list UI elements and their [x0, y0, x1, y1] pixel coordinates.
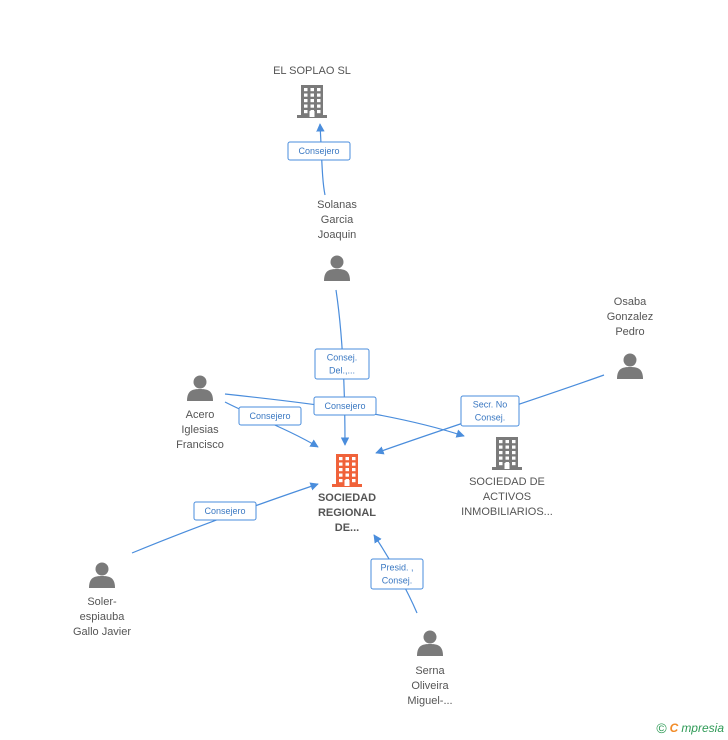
node-label: Gallo Javier	[73, 626, 131, 638]
edge-label-box[interactable]	[460, 395, 520, 427]
person-icon	[89, 562, 115, 588]
node-label: DE...	[335, 522, 359, 534]
edge-label-box[interactable]	[370, 558, 424, 590]
building-icon	[492, 437, 522, 470]
building-icon	[297, 85, 327, 118]
node-label: Soler-	[87, 596, 117, 608]
node-label: EL SOPLAO SL	[273, 65, 351, 77]
node-el_soplao[interactable]: EL SOPLAO SL	[273, 65, 351, 118]
edge-label-text: Consejero	[298, 146, 339, 156]
node-sociedad_activos[interactable]: SOCIEDAD DE ACTIVOS INMOBILIARIOS...	[461, 437, 553, 518]
node-label: ACTIVOS	[483, 491, 531, 503]
node-label: REGIONAL	[318, 507, 376, 519]
edge-osaba-to-sociedad_regional[interactable]: Secr. No Consej.	[375, 374, 605, 455]
node-label: Pedro	[615, 326, 644, 338]
edge-acero-to-sociedad_regional[interactable]: Consejero	[224, 401, 319, 448]
edge-acero-to-sociedad_activos[interactable]: Consejero	[224, 393, 465, 438]
edge-label-text: Consejero	[249, 411, 290, 421]
node-label: Garcia	[321, 214, 354, 226]
edge-label-text: Presid. ,	[380, 563, 413, 573]
node-label: INMOBILIARIOS...	[461, 506, 553, 518]
edge-soler-to-sociedad_regional[interactable]: Consejero	[131, 482, 319, 554]
edge-solanas-to-el_soplao[interactable]: Consejero	[287, 123, 351, 196]
edge-label-box[interactable]	[238, 406, 302, 426]
node-label: Osaba	[614, 296, 647, 308]
edge-line	[316, 123, 326, 196]
edge-label-text: Consej.	[327, 353, 358, 363]
edge-label-box[interactable]	[287, 141, 351, 161]
brand-name: mpresia	[681, 721, 724, 735]
edge-label-text: Secr. No	[473, 400, 508, 410]
node-label: Gonzalez	[607, 311, 653, 323]
node-label: Miguel-...	[407, 695, 452, 707]
person-icon	[187, 375, 213, 401]
node-label: SOCIEDAD DE	[469, 476, 545, 488]
edge-label-text: Del.,...	[329, 366, 355, 376]
edge-label-box[interactable]	[314, 348, 370, 380]
person-icon	[417, 630, 443, 656]
edge-label-box[interactable]	[193, 501, 257, 521]
node-label: Solanas	[317, 199, 357, 211]
edge-label-text: Consejero	[204, 506, 245, 516]
node-label: Iglesias	[181, 424, 219, 436]
edge-label-text: Consej.	[382, 576, 413, 586]
node-sociedad_regional[interactable]: SOCIEDAD REGIONAL DE...	[318, 454, 376, 534]
edge-serna-to-sociedad_regional[interactable]: Presid. , Consej.	[370, 534, 424, 614]
edge-label-text: Consejero	[324, 401, 365, 411]
node-label: Acero	[186, 409, 215, 421]
node-serna[interactable]: SernaOliveiraMiguel-...	[407, 630, 453, 708]
person-icon	[617, 353, 643, 379]
building-icon	[332, 454, 362, 487]
edge-label-text: Consej.	[475, 413, 506, 423]
person-icon	[324, 255, 350, 281]
node-label: SOCIEDAD	[318, 492, 376, 504]
node-label: espiauba	[80, 611, 126, 623]
edge-label-box[interactable]	[313, 396, 377, 416]
copyright-icon: ©	[656, 720, 667, 736]
node-label: Oliveira	[411, 680, 449, 692]
node-label: Joaquin	[318, 229, 357, 241]
node-label: Serna	[415, 665, 445, 677]
node-label: Francisco	[176, 439, 224, 451]
brand-initial: C	[669, 721, 679, 735]
edge-solanas-to-sociedad_regional[interactable]: Consej. Del.,...	[314, 289, 370, 446]
